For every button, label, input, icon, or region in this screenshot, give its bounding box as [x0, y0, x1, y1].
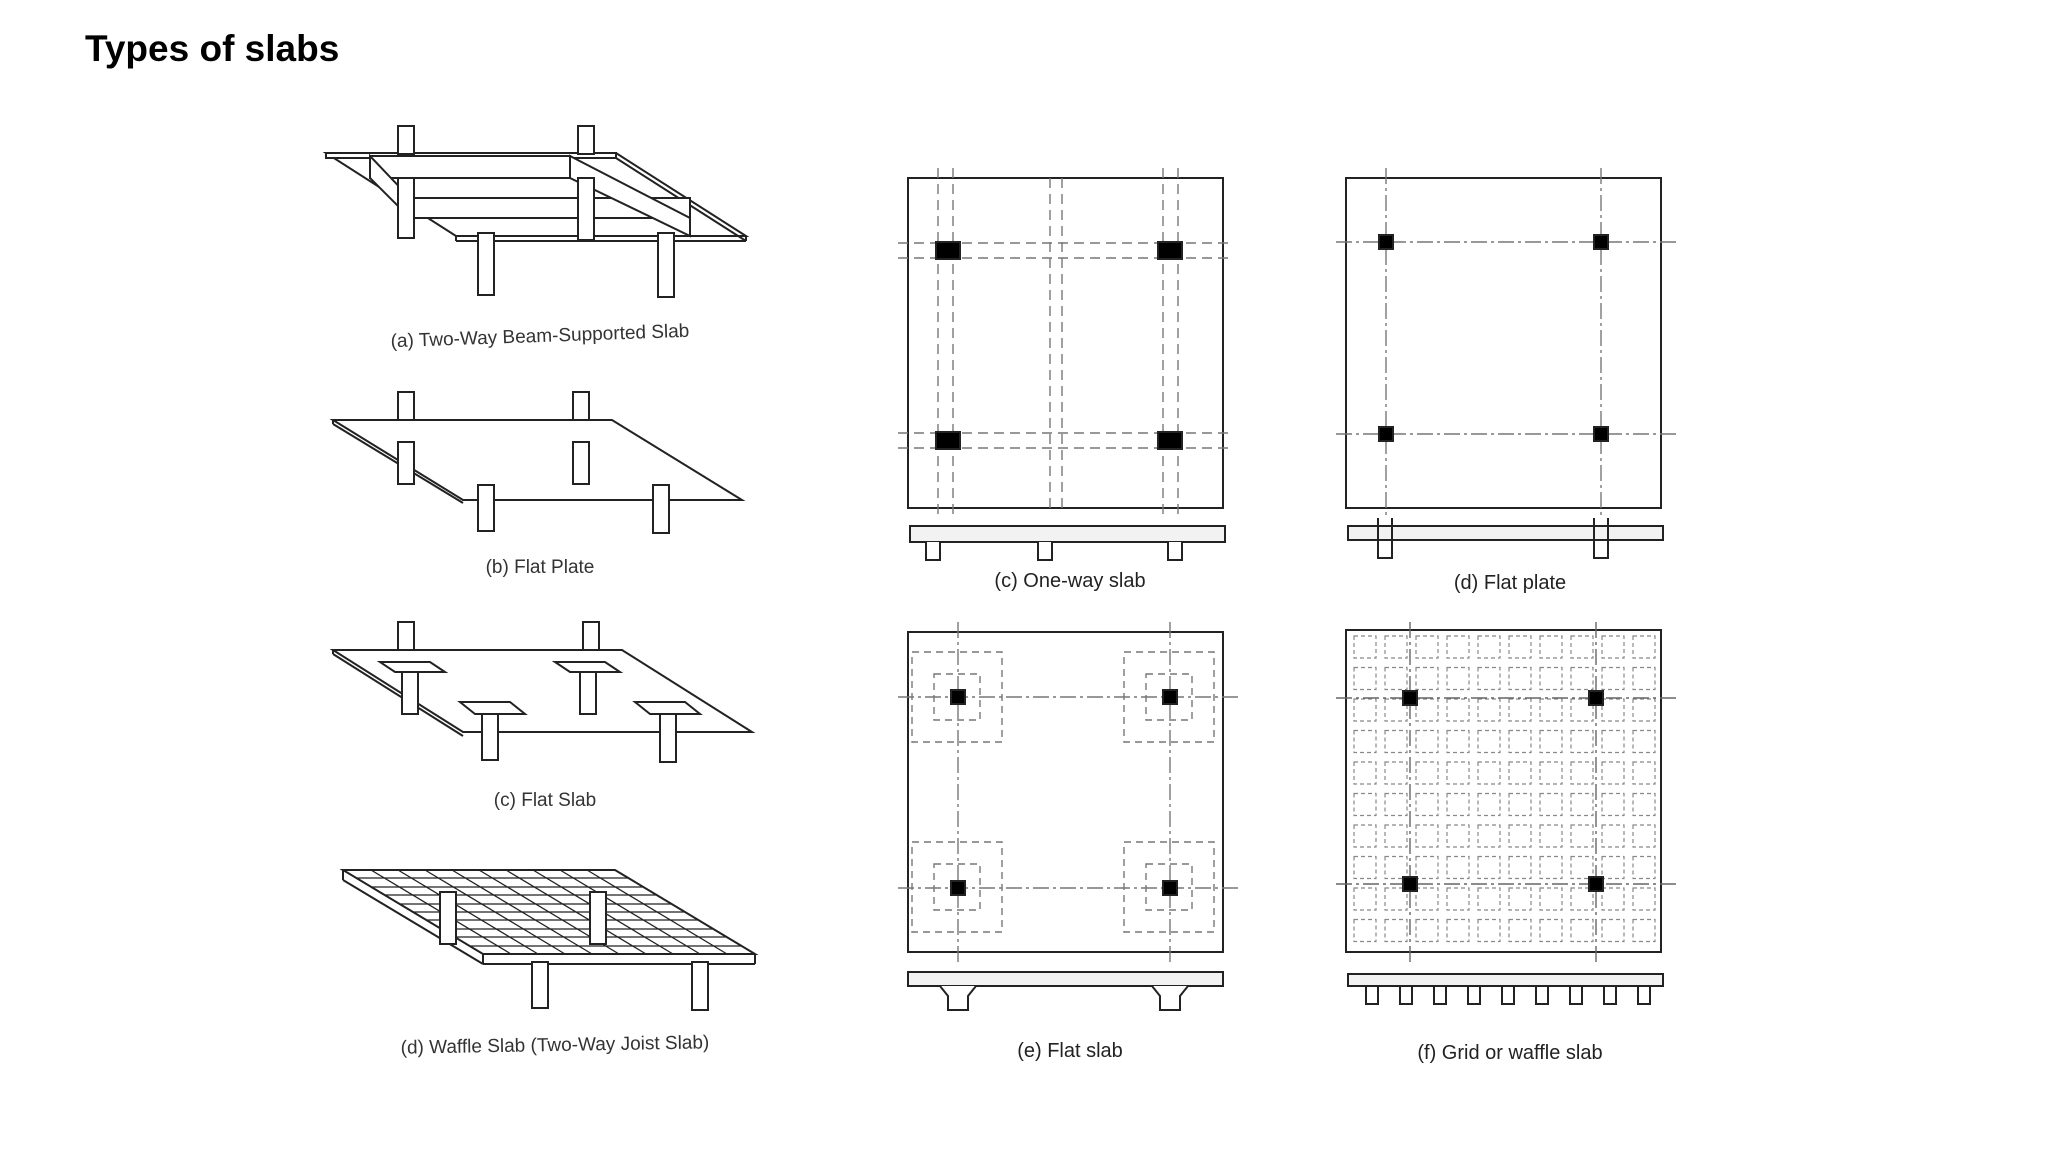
- two-way-beam-slab-drawing: [322, 125, 750, 298]
- caption-waffle-slab: (d) Waffle Slab (Two-Way Joist Slab): [400, 1032, 710, 1059]
- waffle-slab-plan: [1336, 622, 1676, 1005]
- one-way-slab-plan: [898, 168, 1233, 561]
- flat-slab-drawing: [329, 621, 756, 763]
- caption-flat-plate: (b) Flat Plate: [485, 557, 595, 578]
- flat-plate-drawing: [329, 391, 746, 534]
- waffle-slab-drawing: [339, 869, 759, 1011]
- caption-flat-slab: (c) Flat Slab: [493, 790, 597, 811]
- caption-waffle-slab-plan: (f) Grid or waffle slab: [1417, 1042, 1603, 1064]
- flat-plate-plan: [1336, 168, 1676, 559]
- caption-flat-plate-plan: (d) Flat plate: [1453, 572, 1567, 594]
- caption-flat-slab-plan: (e) Flat slab: [1017, 1040, 1123, 1062]
- page-title: Types of slabs: [85, 28, 340, 69]
- caption-one-way-slab: (c) One-way slab: [994, 570, 1146, 592]
- caption-two-way-beam-slab: (a) Two-Way Beam-Supported Slab: [390, 320, 690, 353]
- flat-slab-plan: [898, 622, 1238, 1011]
